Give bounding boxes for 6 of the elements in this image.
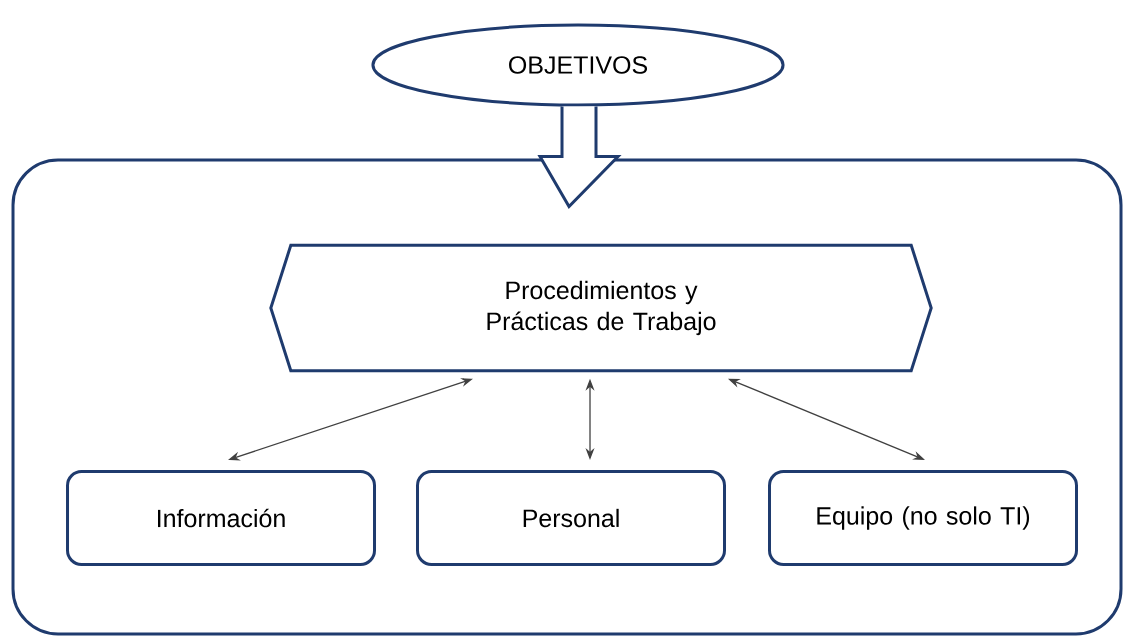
- category-box: Información: [66, 470, 376, 566]
- category-box: Equipo (no solo TI): [768, 470, 1078, 566]
- container-box: [11, 158, 1123, 636]
- category-box: Personal: [416, 470, 726, 566]
- block-arrow: [537, 105, 622, 209]
- process-hexagon: Procedimientos y Prácticas de Trabajo: [269, 243, 933, 373]
